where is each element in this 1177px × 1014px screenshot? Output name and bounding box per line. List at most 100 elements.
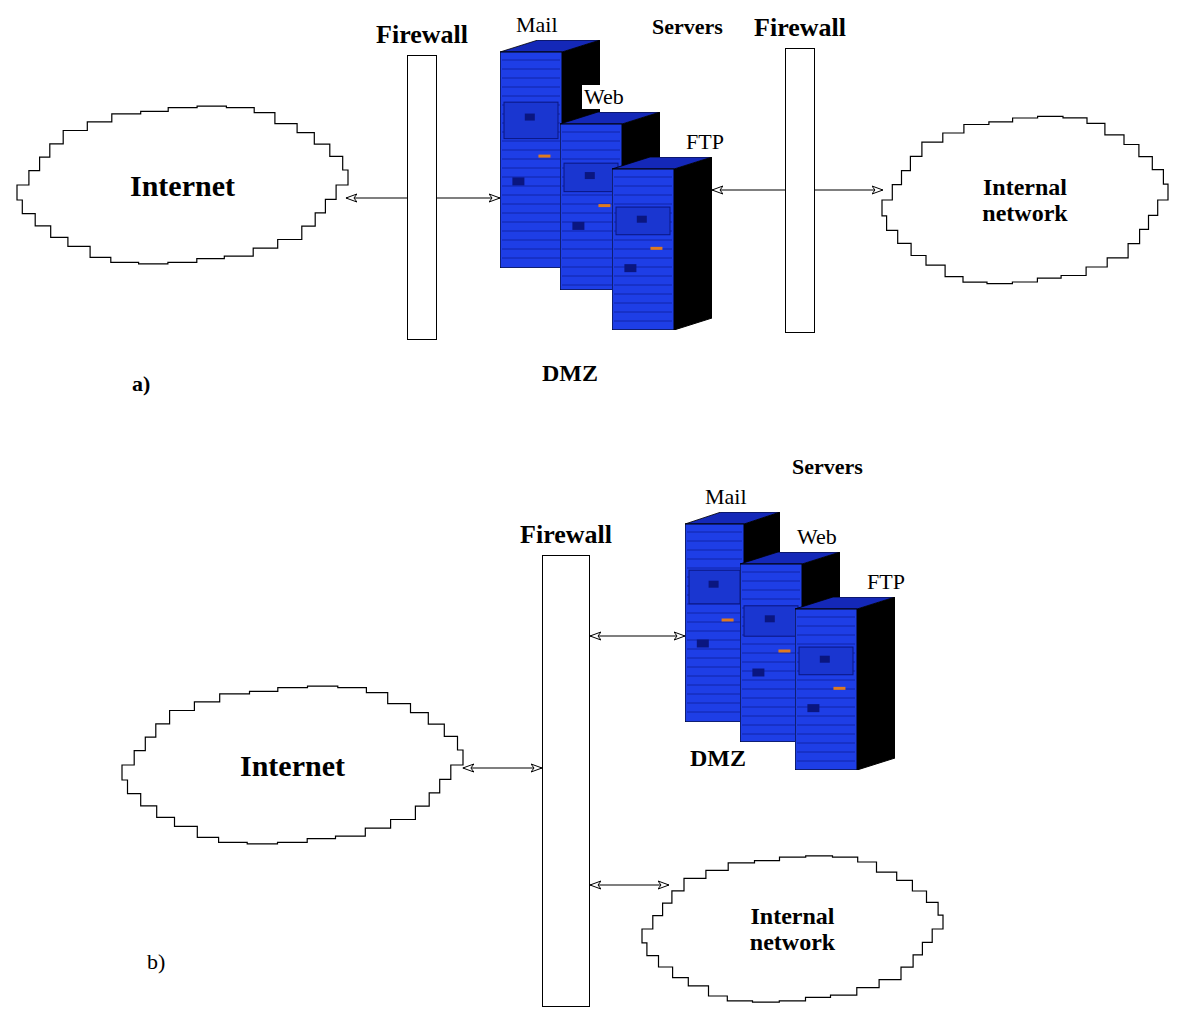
server-slot: [797, 680, 855, 681]
server-label: Web: [795, 525, 839, 549]
server-front: [500, 52, 562, 268]
server-led: [538, 155, 550, 158]
server-slot: [797, 689, 855, 690]
server-slot: [562, 276, 620, 277]
server-side: [857, 597, 895, 770]
server-slot: [742, 572, 800, 573]
server-slot: [742, 716, 800, 717]
server-slot: [742, 590, 800, 591]
server-label: Mail: [514, 13, 560, 37]
server-slot: [614, 177, 672, 178]
server-slot: [797, 626, 855, 627]
server-slot: [687, 631, 742, 632]
server-button: [585, 172, 595, 179]
server-panel: [504, 102, 558, 138]
server-top: [500, 40, 600, 52]
network-cloud: Internal network: [880, 110, 1170, 290]
server-slot: [502, 159, 560, 160]
server-slot: [502, 213, 560, 214]
server-slot: [742, 599, 800, 600]
server-slot: [687, 694, 742, 695]
firewall-box: Firewall: [785, 48, 815, 333]
panel-letter: a): [130, 372, 152, 396]
firewall-box: Firewall: [542, 555, 590, 1007]
server-button: [525, 114, 535, 121]
server-slot: [502, 177, 560, 178]
server-slot: [797, 644, 855, 645]
server-slot: [562, 222, 620, 223]
server-panel: [616, 207, 670, 235]
server-illustration: [612, 157, 712, 330]
server-top: [612, 157, 712, 169]
server-illustration: [795, 597, 895, 770]
server-slot: [742, 725, 800, 726]
server-button: [572, 222, 584, 230]
server-front: [795, 609, 857, 770]
server-slot: [687, 676, 742, 677]
server-slot: [562, 267, 620, 268]
server-slot: [614, 294, 672, 295]
server-slot: [687, 703, 742, 704]
server-slot: [742, 680, 800, 681]
server-slot: [614, 312, 672, 313]
server-slot: [562, 285, 620, 286]
server-slot: [742, 581, 800, 582]
cloud-outline: [122, 686, 463, 844]
server-slot: [614, 321, 672, 322]
server-slot: [742, 707, 800, 708]
server-slot: [687, 550, 742, 551]
firewall-label: Firewall: [754, 14, 846, 43]
server-slot: [614, 267, 672, 268]
server-top: [685, 512, 780, 524]
server-slot: [742, 671, 800, 672]
server-slot: [502, 258, 560, 259]
server-led: [650, 247, 662, 250]
server-slot: [502, 222, 560, 223]
zone-label: Servers: [790, 455, 865, 479]
server-button: [697, 640, 709, 648]
server-slot: [687, 568, 742, 569]
server-label: Mail: [703, 485, 749, 509]
server-slot: [562, 231, 620, 232]
server-label: Web: [582, 85, 626, 109]
server-box: FTP: [612, 157, 712, 330]
server-slot: [797, 743, 855, 744]
server-slot: [562, 132, 620, 133]
server-button: [709, 581, 719, 588]
server-slot: [797, 716, 855, 717]
server-slot: [742, 662, 800, 663]
zone-label: DMZ: [688, 745, 748, 771]
server-slot: [562, 150, 620, 151]
server-button: [637, 216, 647, 223]
arrow-connector: [590, 884, 669, 885]
server-slot: [562, 204, 620, 205]
server-slot: [562, 258, 620, 259]
server-slot: [614, 285, 672, 286]
server-slot: [797, 734, 855, 735]
server-button: [512, 177, 524, 185]
server-slot: [687, 613, 742, 614]
server-led: [778, 650, 790, 653]
server-top: [560, 112, 660, 124]
server-button: [807, 704, 819, 712]
server-slot: [687, 712, 742, 713]
server-slot: [687, 541, 742, 542]
server-slot: [502, 87, 560, 88]
server-slot: [502, 231, 560, 232]
server-slot: [797, 752, 855, 753]
server-button: [765, 615, 775, 622]
server-slot: [502, 69, 560, 70]
server-slot: [742, 689, 800, 690]
server-button: [820, 656, 830, 663]
server-slot: [502, 141, 560, 142]
server-panel: [744, 606, 798, 636]
cloud-outline: [882, 116, 1168, 283]
server-slot: [687, 658, 742, 659]
server-slot: [562, 240, 620, 241]
server-slot: [742, 653, 800, 654]
cloud-outline: [642, 856, 943, 1002]
arrow-connector: [712, 189, 785, 190]
server-top: [795, 597, 895, 609]
server-slot: [797, 635, 855, 636]
